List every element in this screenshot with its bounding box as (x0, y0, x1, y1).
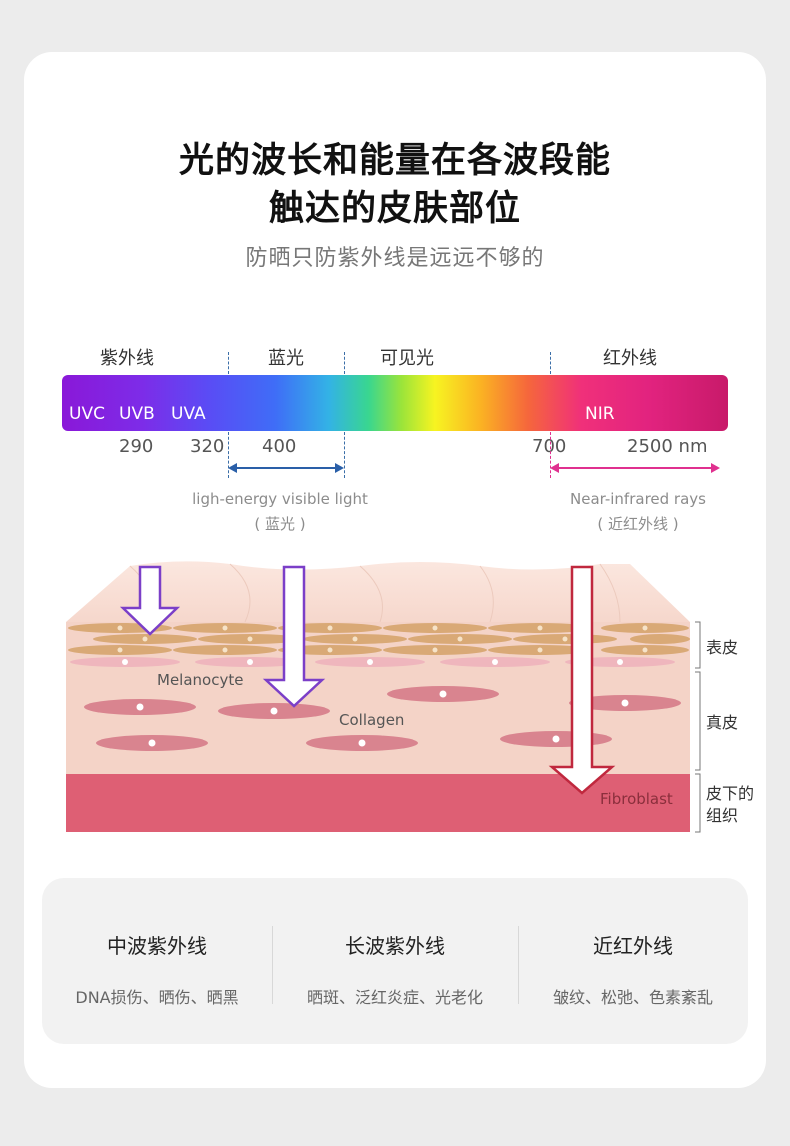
band-label-blue: 蓝光 (268, 348, 304, 369)
blue-light-range-arrow (228, 463, 344, 473)
effects-summary-panel: 中波紫外线 DNA损伤、晒伤、晒黑 长波紫外线 晒斑、泛红炎症、光老化 近红外线… (42, 878, 748, 1044)
page-subtitle: 防晒只防紫外线是远远不够的 (245, 246, 545, 271)
spectrum-label-uvc: UVC (69, 404, 105, 424)
summary-title-uvb: 中波紫外线 (107, 934, 207, 958)
separator-blue-right (344, 432, 345, 478)
tick-320: 320 (190, 436, 225, 457)
blue-light-note-cn: ( 蓝光 ) (254, 515, 306, 533)
tick-290: 290 (119, 436, 154, 457)
tick-2500: 2500 nm (627, 436, 708, 457)
separator-nir-left (550, 432, 551, 478)
separator-uv-blue (228, 352, 229, 374)
nir-penetration-arrow (548, 565, 616, 795)
nir-note-en: Near-infrared rays (570, 490, 706, 508)
page-title-line-1: 光的波长和能量在各波段能 (178, 141, 611, 181)
nir-range-arrow (550, 463, 720, 473)
layer-label-subcutis-1: 皮下的 (706, 784, 755, 803)
summary-desc-uvb: DNA损伤、晒伤、晒黑 (75, 988, 239, 1007)
epidermis-cells (68, 623, 690, 667)
band-label-uv: 紫外线 (100, 348, 154, 369)
tick-700: 700 (532, 436, 567, 457)
skin-surface (66, 561, 690, 622)
summary-divider-1 (272, 926, 273, 1004)
tick-400: 400 (262, 436, 297, 457)
separator-blue-visible (344, 352, 345, 374)
layer-brackets (695, 621, 701, 833)
blue-light-note-en: ligh-energy visible light (192, 490, 368, 508)
summary-title-nir: 近红外线 (593, 934, 673, 958)
summary-divider-2 (518, 926, 519, 1004)
spectrum-label-nir: NIR (585, 404, 615, 424)
summary-title-uva: 长波紫外线 (345, 934, 445, 958)
band-label-ir: 红外线 (603, 348, 657, 369)
spectrum-label-uvb: UVB (119, 404, 155, 424)
summary-column-uva: 长波紫外线 晒斑、泛红炎症、光老化 (272, 878, 518, 1044)
label-melanocyte: Melanocyte (157, 671, 244, 689)
summary-column-nir: 近红外线 皱纹、松弛、色素紊乱 (518, 878, 748, 1044)
layer-label-dermis: 真皮 (706, 713, 739, 732)
label-fibroblast: Fibroblast (600, 790, 673, 808)
spectrum-bar (62, 375, 728, 431)
label-collagen: Collagen (339, 711, 405, 729)
nir-note-cn: ( 近红外线 ) (597, 515, 679, 533)
separator-visible-ir (550, 352, 551, 374)
layer-label-subcutis-2: 组织 (706, 806, 739, 825)
page-title-line-2: 触达的皮肤部位 (268, 189, 521, 229)
uva-penetration-arrow (262, 565, 326, 708)
separator-blue-left (228, 432, 229, 478)
summary-desc-nir: 皱纹、松弛、色素紊乱 (552, 988, 713, 1007)
skin-cross-section (66, 561, 690, 832)
subcutis-layer (66, 774, 690, 832)
layer-label-epidermis: 表皮 (706, 638, 739, 657)
summary-column-uvb: 中波紫外线 DNA损伤、晒伤、晒黑 (42, 878, 272, 1044)
uvb-penetration-arrow (119, 565, 181, 636)
band-label-visible: 可见光 (380, 348, 434, 369)
spectrum-label-uva: UVA (171, 404, 206, 424)
summary-desc-uva: 晒斑、泛红炎症、光老化 (306, 988, 483, 1007)
